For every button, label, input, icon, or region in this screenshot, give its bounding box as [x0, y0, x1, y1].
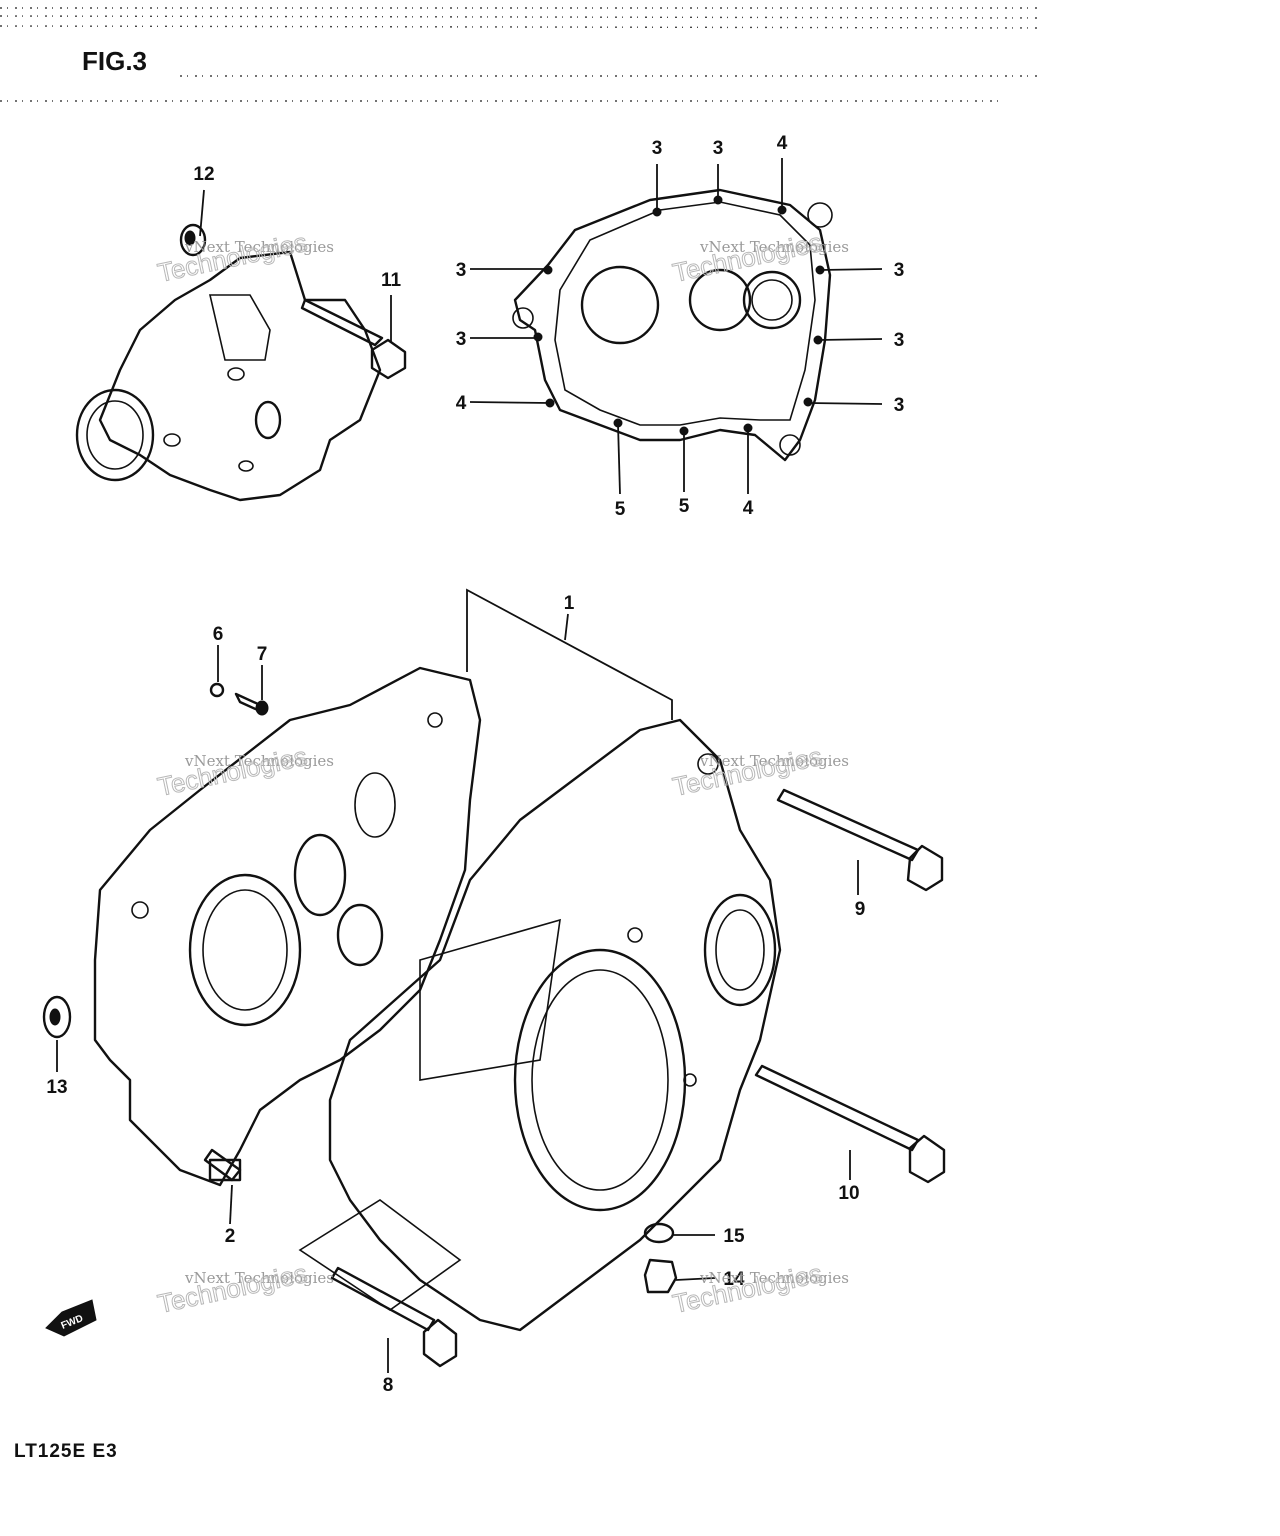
- watermark-logo-text: Technologies: [155, 741, 310, 802]
- callout-5-b: 5: [679, 496, 690, 517]
- crankcase-cover-drawing: [75, 223, 407, 502]
- callout-1-bracket: [466, 588, 673, 720]
- watermark-logo-text: Technologies: [670, 1258, 825, 1319]
- callout-11: 11: [381, 270, 402, 291]
- model-label: LT125E E3: [14, 1441, 118, 1462]
- watermark-logo-text: Technologies: [155, 227, 310, 288]
- callout-12: 12: [193, 164, 214, 185]
- watermark-logo-text: Technologies: [155, 1258, 310, 1319]
- callout-14: 14: [723, 1269, 745, 1290]
- callout-3-right-b: 3: [894, 330, 905, 351]
- gasket-drawing: [512, 188, 833, 462]
- watermark-text: vNext Technologies: [699, 238, 849, 256]
- watermark-text: vNext Technologies: [184, 752, 334, 770]
- watermarks: vNext Technologies Technologies vNext Te…: [155, 226, 850, 1319]
- callout-15: 15: [723, 1226, 745, 1247]
- callout-4-top: 4: [777, 133, 788, 154]
- callout-5-a: 5: [615, 499, 626, 520]
- figure-title: FIG.3: [82, 46, 147, 76]
- callout-labels: 1 2 3 3 3 3 3 3 3 3 4 4 4 5 5 6 7 8 9 10…: [46, 133, 904, 1396]
- callout-6: 6: [213, 624, 224, 645]
- callout-3-right-a: 3: [894, 260, 905, 281]
- callout-8: 8: [383, 1375, 394, 1396]
- watermark-text: vNext Technologies: [184, 1269, 334, 1287]
- watermark-text: vNext Technologies: [184, 238, 334, 256]
- callout-9: 9: [855, 899, 866, 920]
- callout-10: 10: [838, 1183, 859, 1204]
- leader-lines: [56, 158, 883, 1373]
- callout-1: 1: [564, 593, 575, 614]
- crankcase-drawing: [42, 666, 946, 1368]
- watermark-text: vNext Technologies: [699, 1269, 849, 1287]
- callout-3-left-b: 3: [456, 329, 467, 350]
- callout-3-right-c: 3: [894, 395, 905, 416]
- callout-2: 2: [225, 1226, 236, 1247]
- callout-4-left: 4: [456, 393, 467, 414]
- watermark-logo-text: Technologies: [670, 741, 825, 802]
- watermark-logo-text: Technologies: [670, 227, 825, 288]
- callout-4-bottom: 4: [743, 498, 754, 519]
- callout-13: 13: [46, 1077, 67, 1098]
- callout-7: 7: [257, 644, 268, 665]
- scan-noise: [0, 7, 1041, 102]
- watermark-text: vNext Technologies: [699, 752, 849, 770]
- callout-3-top-b: 3: [713, 138, 724, 159]
- callout-3-left-a: 3: [456, 260, 467, 281]
- callout-3-top-a: 3: [652, 138, 663, 159]
